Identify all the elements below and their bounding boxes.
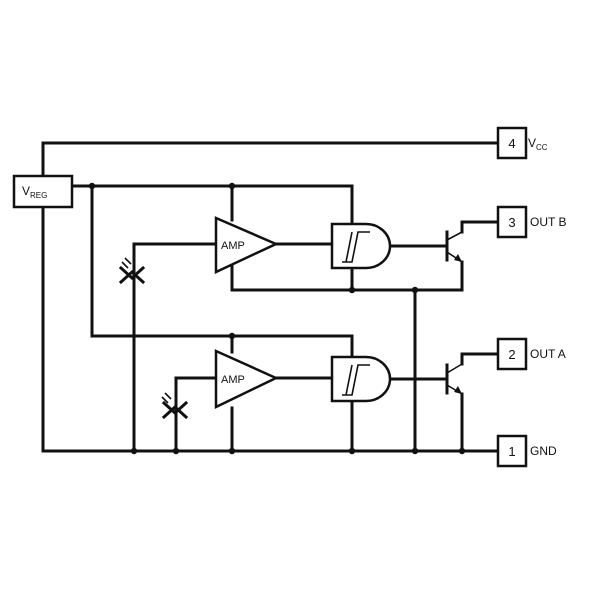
pin-gnd: 1 GND	[496, 434, 557, 468]
voltage-regulator-block: V REG	[12, 174, 74, 209]
pin-vcc: 4 V CC	[496, 126, 548, 160]
pin-2-label: OUT A	[530, 347, 566, 361]
amplifier-b-label: AMP	[221, 240, 245, 252]
regulator-subscript: REG	[30, 191, 47, 200]
pin-2-number: 2	[508, 347, 515, 362]
pin-3-number: 3	[508, 215, 515, 230]
pin-3-label: OUT B	[530, 215, 566, 229]
pin-4-label: V	[528, 136, 536, 150]
amplifier-a: AMP	[214, 349, 279, 409]
hall-element-b-icon	[118, 257, 146, 285]
transistor-b-icon	[445, 230, 463, 263]
pin-1-number: 1	[508, 444, 515, 459]
wiring	[41, 141, 500, 453]
pin-out-b: 3 OUT B	[496, 205, 566, 239]
schmitt-gate-b	[330, 222, 392, 270]
amplifier-b: AMP	[214, 216, 280, 274]
regulator-label: V	[22, 184, 30, 198]
pin-4-subscript: CC	[536, 143, 548, 152]
junction-dots	[88, 182, 466, 455]
amplifier-a-label: AMP	[221, 374, 245, 386]
schmitt-gate-a	[330, 355, 392, 403]
pin-1-label: GND	[530, 444, 557, 458]
pin-4-number: 4	[508, 136, 515, 151]
transistor-a-icon	[445, 363, 463, 395]
pin-out-a: 2 OUT A	[496, 337, 566, 371]
hall-element-a-icon	[161, 392, 189, 420]
